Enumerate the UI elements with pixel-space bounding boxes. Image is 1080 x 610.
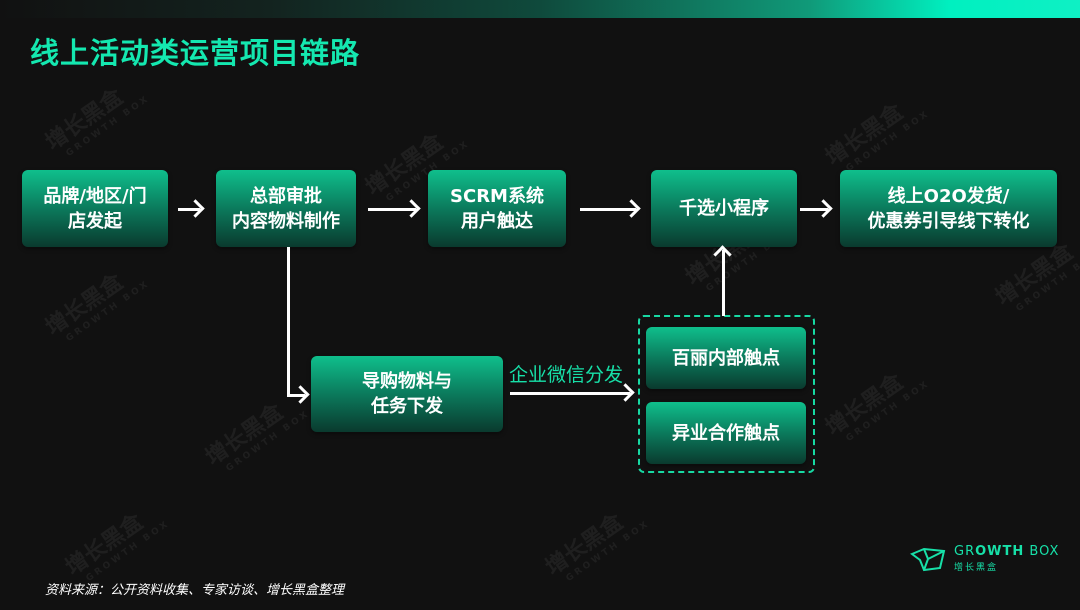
touchpoint-group xyxy=(638,315,815,473)
arrow-right-icon xyxy=(178,208,200,211)
flow-node-internal-touchpoint: 百丽内部触点 xyxy=(646,327,806,389)
arrow-right-icon xyxy=(580,208,636,211)
flow-node-o2o-conversion: 线上O2O发货/优惠券引导线下转化 xyxy=(840,170,1057,247)
arrow-right-icon xyxy=(368,208,416,211)
logo-text-en: GROWTH BOX xyxy=(954,544,1060,559)
logo-text-cn: 增长黑盒 xyxy=(954,563,999,573)
arrow-up-icon xyxy=(722,250,725,316)
page-title: 线上活动类运营项目链路 xyxy=(30,36,361,70)
cube-logo-icon xyxy=(910,547,946,571)
flow-node-mini-program: 千选小程序 xyxy=(651,170,797,247)
connector-line xyxy=(287,247,290,397)
flow-node-hq-approval: 总部审批内容物料制作 xyxy=(216,170,356,247)
arrow-right-icon xyxy=(287,394,305,397)
flow-node-partner-touchpoint: 异业合作触点 xyxy=(646,402,806,464)
flow-node-guide-materials: 导购物料与任务下发 xyxy=(311,356,503,432)
top-accent-bar xyxy=(0,0,1080,18)
edge-label-wecom: 企业微信分发 xyxy=(509,364,624,386)
flow-node-scrm: SCRM系统用户触达 xyxy=(428,170,566,247)
arrow-right-icon xyxy=(800,208,828,211)
source-note: 资料来源：公开资料收集、专家访谈、增长黑盒整理 xyxy=(45,583,345,598)
arrow-right-icon xyxy=(510,392,630,395)
flow-node-brand-initiate: 品牌/地区/门店发起 xyxy=(22,170,168,247)
brand-logo: GROWTH BOX 增长黑盒 xyxy=(910,544,1059,573)
